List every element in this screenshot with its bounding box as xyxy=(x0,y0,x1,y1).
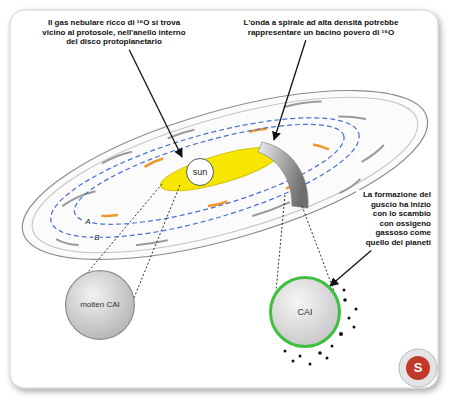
leader-arrow xyxy=(129,50,182,157)
dust-dot xyxy=(331,345,334,348)
orbit-a xyxy=(40,93,371,262)
warm-streak xyxy=(144,158,164,166)
dust-dot xyxy=(348,317,351,320)
watermark-disc xyxy=(406,356,430,380)
node-label: CAI xyxy=(297,307,312,317)
dust-streak xyxy=(359,145,387,162)
orbit-letter: B xyxy=(93,233,100,243)
cai-circle: CAI xyxy=(269,276,341,348)
leader-layer xyxy=(129,40,371,286)
dust-streak xyxy=(338,109,366,126)
warm-streak xyxy=(208,200,228,207)
dust-dot xyxy=(292,360,295,363)
watermark-letter: S xyxy=(414,360,423,376)
orbit-letter: A xyxy=(84,217,91,227)
leader-arrow xyxy=(330,251,371,286)
node-shape xyxy=(271,278,340,347)
dust-dot xyxy=(343,298,347,302)
dust-dot xyxy=(284,350,287,353)
dust-streak xyxy=(101,152,133,164)
dust-dot xyxy=(339,332,343,336)
dust-dot xyxy=(343,289,346,292)
callout-text: Il gas nebulare ricco di ¹⁶O si trova vi… xyxy=(38,18,190,47)
dust-dot xyxy=(318,351,322,355)
node-text-box: sun xyxy=(193,167,208,177)
node-text-box: molten CAI xyxy=(80,300,120,309)
dust-dot xyxy=(299,355,302,358)
node-label: molten CAI xyxy=(80,300,120,309)
sun-circle: sun xyxy=(186,158,214,186)
disk-group xyxy=(5,56,444,295)
orbit-b xyxy=(66,104,353,245)
projection-line xyxy=(134,185,180,298)
spiral-wave xyxy=(258,142,308,208)
dust-streak xyxy=(167,129,194,138)
node-shape xyxy=(187,159,214,186)
watermark-ring xyxy=(399,349,437,387)
node-shape xyxy=(66,271,135,340)
dust-dot xyxy=(355,308,358,311)
warm-streak xyxy=(101,211,117,219)
callout-text: La formazione del guscio ha inizio con l… xyxy=(356,190,432,248)
dust-dot xyxy=(309,363,312,366)
disk-outline xyxy=(5,56,444,295)
dust-streak xyxy=(136,236,168,249)
node-text-box: CAI xyxy=(297,307,312,317)
dust-dot xyxy=(326,357,329,360)
dust-dot xyxy=(353,326,356,329)
node-label: sun xyxy=(193,167,208,177)
cai-circle: molten CAI xyxy=(65,270,135,340)
leader-arrow xyxy=(274,40,306,140)
callout-text: L'onda a spirale ad alta densità potrebb… xyxy=(226,18,416,37)
warm-streak xyxy=(313,141,329,154)
projection-line xyxy=(276,195,285,291)
dust-streak xyxy=(61,191,97,206)
dust-streak xyxy=(284,97,322,112)
